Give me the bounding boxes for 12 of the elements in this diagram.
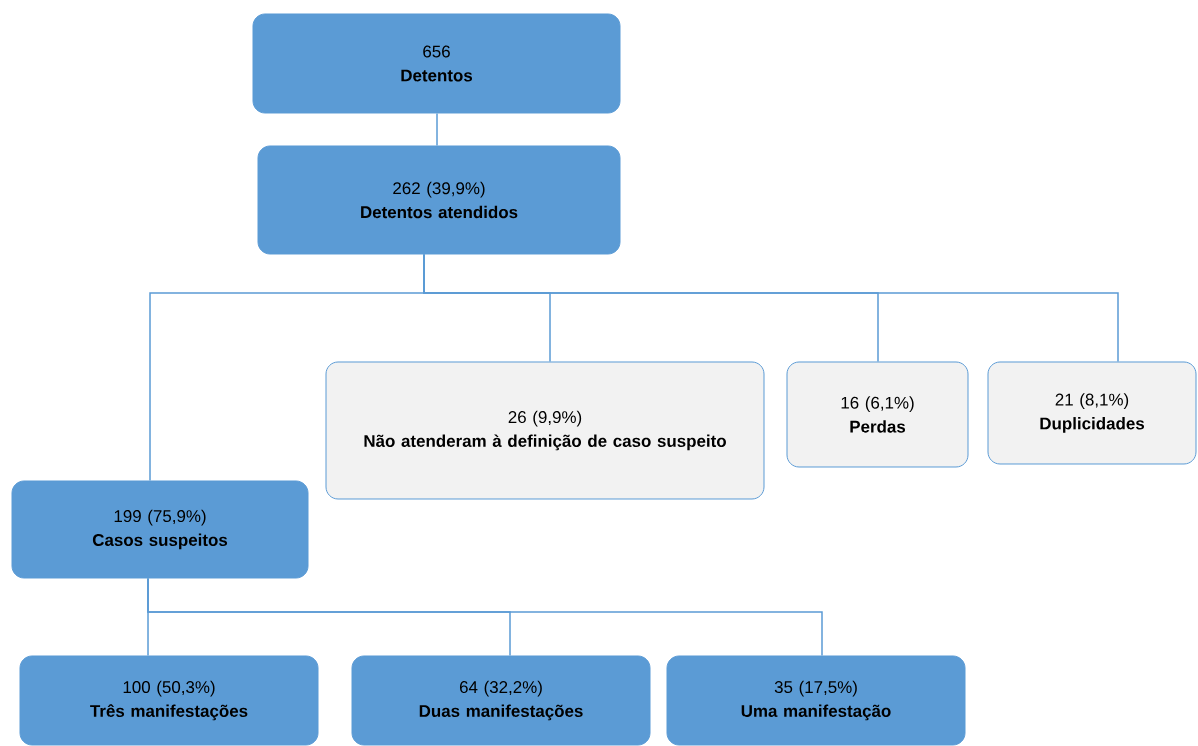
process-box: 21 (8,1%) Duplicidades — [987, 361, 1197, 465]
process-box: 16 (6,1%) Perdas — [786, 361, 969, 468]
connector-line — [147, 577, 823, 657]
process-box: 64 (32,2%) Duas manifestações — [351, 655, 651, 746]
process-box: 262 (39,9%) Detentos atendidos — [257, 145, 621, 255]
connector-line — [436, 112, 438, 147]
connector-line — [149, 253, 425, 482]
process-box: 656 Detentos — [252, 13, 621, 114]
process-box: 35 (17,5%) Uma manifestação — [666, 655, 966, 746]
process-box: 26 (9,9%) Não atenderam à definição de caso suspeito — [325, 361, 765, 500]
process-box: 100 (50,3%) Três manifestações — [19, 655, 319, 746]
process-box: 199 (75,9%) Casos suspeitos — [11, 480, 309, 579]
